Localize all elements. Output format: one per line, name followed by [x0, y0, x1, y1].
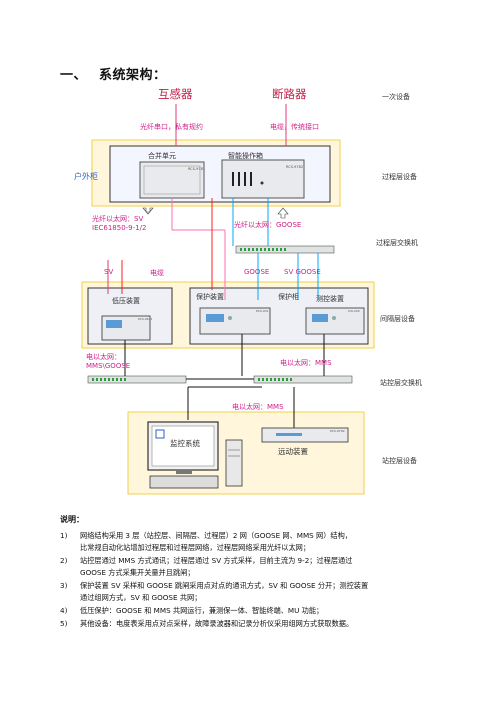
- svg-text:RCS-9782: RCS-9782: [286, 165, 303, 169]
- mms-goose-label-2: MMS\GOOSE: [86, 362, 131, 370]
- primary-equipment-label: 一次设备: [382, 93, 410, 101]
- station-switch-left: [87, 375, 187, 384]
- architecture-diagram: RCS-9781 RCS-9782 PCS-9611 PCS-931 CSI-2…: [81, 104, 375, 495]
- cable-label: 电缆: [150, 269, 164, 277]
- heading-title: 系统架构：: [99, 68, 167, 83]
- svg-text:RCS-9781: RCS-9781: [188, 167, 205, 171]
- station-switch-label: 站控层交换机: [380, 379, 422, 387]
- pc-tower: [225, 439, 243, 487]
- svg-text:PCS-9799: PCS-9799: [330, 429, 345, 433]
- outdoor-cabinet-label: 户外柜: [74, 172, 98, 181]
- intelligent-unit-device: [221, 159, 305, 199]
- fiber-serial-label: 光纤串口，私有规约: [140, 123, 203, 131]
- note-item: 3)保护装置 SV 采样和 GOOSE 跳闸采用点对点的通讯方式，SV 和 GO…: [60, 581, 369, 602]
- monitor-system-label: 监控系统: [170, 439, 200, 448]
- goose-label: GOOSE: [244, 268, 270, 276]
- protection-cabinet-label: 保护柜: [278, 293, 299, 301]
- keyboard: [149, 475, 219, 489]
- remote-device-label: 远动装置: [278, 447, 308, 456]
- mms-label: 电以太网：MMS: [280, 359, 332, 367]
- intelligent-unit-label: 智能操作箱: [228, 152, 263, 160]
- station-mms-label: 电以太网：MMS: [232, 403, 284, 411]
- note-item: 5)其他设备：电度表采用点对点采样，故障录波器和记录分析仪采用组网方式获取数据。: [60, 619, 354, 628]
- notes-title: 说明：: [60, 515, 84, 524]
- sv-goose-label: SV GOOSE: [284, 268, 321, 276]
- up-arrow-icon: [277, 207, 289, 219]
- note-item: 4)低压保护：GOOSE 和 MMS 共网运行，兼测保一体、智能终端、MU 功能…: [60, 606, 324, 615]
- station-switch-right: [253, 375, 353, 384]
- heading-number: 一、: [60, 68, 88, 83]
- measure-device-label: 测控装置: [316, 295, 344, 303]
- process-switch-label: 过程层交换机: [376, 239, 418, 247]
- down-arrow-icon: [142, 207, 154, 215]
- svg-text:PCS-931: PCS-931: [256, 309, 269, 313]
- process-equipment-label: 过程层设备: [382, 173, 417, 181]
- note-item: 2)站控层通过 MMS 方式通讯；过程层通过 SV 方式采样，目前主流为 9-2…: [60, 556, 353, 577]
- note-item: 1)网络结构采用 3 层（站控层、间隔层、过程层）2 网（GOOSE 网、MMS…: [60, 531, 352, 552]
- window-icon: [155, 429, 165, 439]
- cable-interface-label: 电缆，传统接口: [270, 123, 319, 131]
- low-freq-label: 低压装置: [112, 297, 140, 305]
- mms-goose-label-1: 电以太网：: [86, 353, 121, 361]
- merging-unit-device: [139, 161, 205, 199]
- protection-device-label: 保护装置: [196, 293, 224, 301]
- ct-label: 互感器: [158, 87, 193, 101]
- sv-label: SV: [104, 268, 114, 276]
- breaker-label: 断路器: [272, 87, 307, 101]
- svg-text:PCS-9611: PCS-9611: [138, 317, 153, 321]
- goose-fiber-label: 光纤以太网：GOOSE: [234, 221, 302, 229]
- bay-equipment-label: 间隔层设备: [380, 315, 415, 323]
- svg-text:CSI-200: CSI-200: [348, 309, 360, 313]
- remote-device: [261, 427, 349, 443]
- sv-fiber-label-2: IEC61850-9-1/2: [92, 224, 147, 232]
- sv-fiber-label-1: 光纤以太网：SV: [92, 215, 144, 223]
- merging-unit-label: 合并单元: [148, 152, 176, 160]
- section-heading: 一、系统架构：: [60, 64, 167, 83]
- station-equipment-label: 站控层设备: [382, 457, 417, 465]
